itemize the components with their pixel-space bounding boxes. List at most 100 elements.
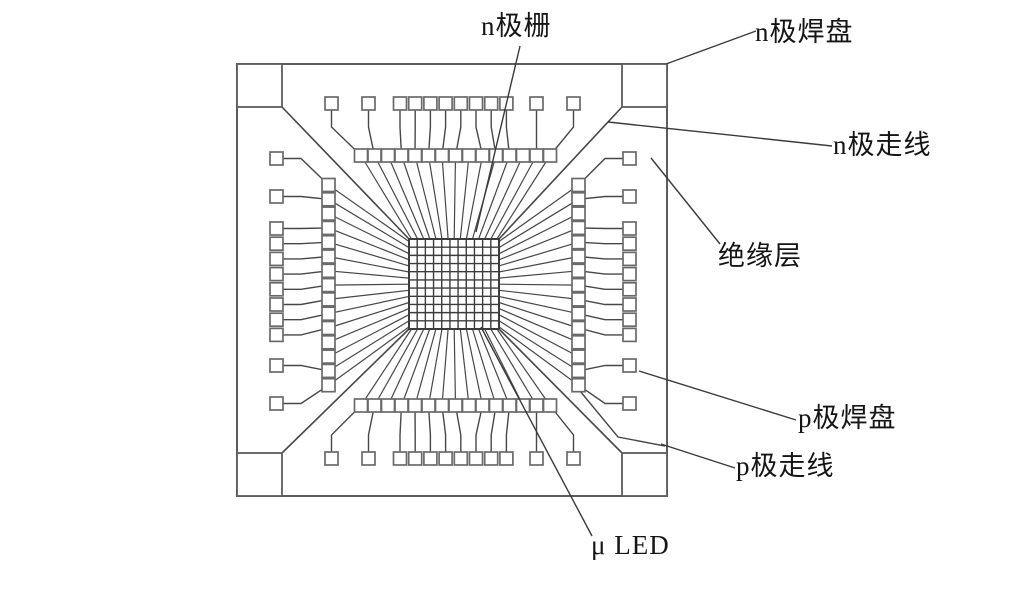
p-pad [269,312,284,328]
inner-pad [571,263,586,279]
label-p-trace: p极走线 [736,451,835,481]
p-pad [269,236,284,252]
label-n-trace: n极走线 [833,130,932,160]
inner-pad [421,398,436,413]
label-p-pad: p极焊盘 [798,403,897,433]
inner-pad [488,398,504,413]
p-pad [622,266,637,282]
p-pad [392,451,408,466]
inner-pad [380,398,396,413]
label-insulating-layer: 绝缘层 [718,241,802,271]
inner-pad [502,398,517,413]
p-electrode-pad-ring [269,96,637,466]
p-pad [622,151,637,166]
inner-pad [542,148,558,163]
inner-pad [571,220,586,236]
inner-pad [394,398,409,413]
p-pad [468,96,484,111]
inner-pad-ring [321,148,586,413]
label-micro-led: μ LED [591,530,670,560]
inner-pad [571,349,586,364]
p-pad [438,451,453,466]
inner-pad [542,398,558,413]
inner-pad [529,398,544,413]
inner-pad [571,191,586,207]
leader-n-pad [665,30,757,65]
inner-pad [571,206,586,221]
leader-lines [475,30,833,537]
leader-p-pad [638,370,797,421]
p-pad [622,281,637,297]
p-pad [622,396,637,411]
p-pad [269,151,284,166]
inner-pad [321,249,336,264]
p-pad [622,297,637,312]
p-pad [483,96,499,111]
inner-pad [421,148,436,163]
inner-pad [321,220,336,236]
p-pad [269,281,284,297]
inner-pad [571,377,586,393]
p-pad [622,358,637,373]
inner-pad [407,148,423,163]
inner-pad [502,148,517,163]
p-pad [407,96,423,111]
inner-pad [321,277,336,293]
inner-pad [448,148,463,163]
inner-pad [571,306,586,322]
inner-pad [353,398,369,413]
p-pad [622,312,637,328]
p-pad [269,251,284,267]
inner-pad [321,377,336,393]
p-pad [499,451,514,466]
p-pad [483,451,499,466]
inner-pad [461,398,477,413]
p-pad [566,451,581,466]
inner-pad [321,334,336,350]
n-electrode-corner-traces [281,106,623,454]
inner-pad [488,148,504,163]
inner-pad [571,292,586,307]
p-pad [324,451,339,466]
p-pad [407,451,423,466]
inner-pad [448,398,463,413]
inner-pad [321,306,336,322]
inner-pad [434,398,450,413]
p-pad [566,96,581,111]
p-pad [423,96,438,111]
p-pad [529,451,544,466]
inner-pad [321,349,336,364]
p-pad [622,189,637,204]
p-pad [453,96,469,111]
inner-pad [475,398,490,413]
p-pad [392,96,408,111]
inner-pad [380,148,396,163]
p-pad [423,451,438,466]
p-pad [269,266,284,282]
inner-pad [321,177,336,193]
p-pad [361,451,376,466]
inner-pad [571,249,586,264]
p-electrode-edge-trace [574,384,666,447]
leader-n-grid [475,45,521,233]
inner-pad [571,234,586,250]
p-pad [438,96,453,111]
p-pad [529,96,544,111]
inner-pad [321,320,336,336]
inner-pad [353,148,369,163]
p-pad [361,96,376,111]
p-pad [269,358,284,373]
inner-pad [571,334,586,350]
inner-pad [321,363,336,379]
p-pad [622,327,637,343]
p-pad [269,297,284,312]
p-pad [269,221,284,236]
inner-pad [434,148,450,163]
inner-pad [367,398,382,413]
inner-pad [515,148,531,163]
n-corner-pad [236,452,283,497]
label-n-grid: n极栅 [481,11,552,41]
fanout-wiring [328,155,579,406]
